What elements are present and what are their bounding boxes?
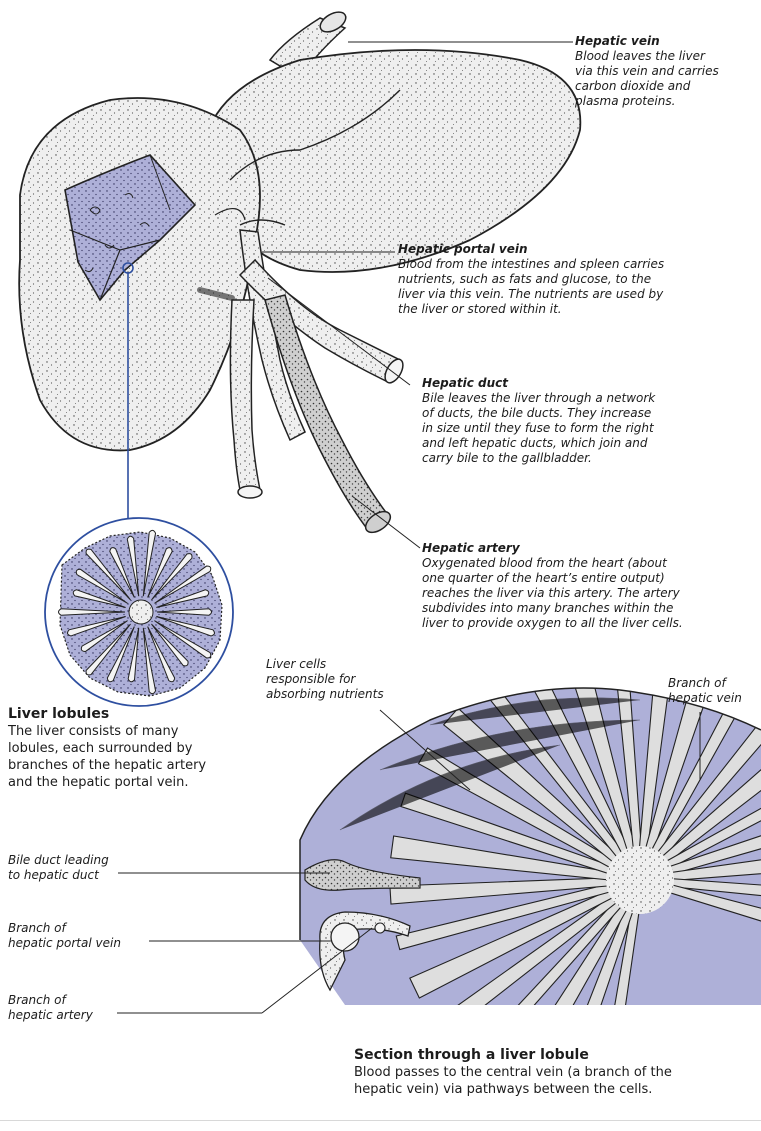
label-line: via this vein and carries — [575, 64, 755, 79]
label-line: and the hepatic portal vein. — [8, 774, 268, 791]
label-line: responsible for — [266, 672, 416, 687]
label-bile-duct-leading: Bile duct leading to hepatic duct — [8, 853, 148, 883]
label-line: liver via this vein. The nutrients are u… — [398, 287, 758, 302]
label-line: the liver or stored within it. — [398, 302, 758, 317]
label-line: plasma proteins. — [575, 94, 755, 109]
label-line: carbon dioxide and — [575, 79, 755, 94]
label-title: Hepatic duct — [422, 376, 757, 391]
label-hepatic-portal-vein: Hepatic portal vein Blood from the intes… — [398, 242, 758, 317]
label-line: hepatic portal vein — [8, 936, 148, 951]
label-line: branches of the hepatic artery — [8, 757, 268, 774]
label-title: Hepatic artery — [422, 541, 757, 556]
label-line: subdivides into many branches within the — [422, 601, 757, 616]
label-line: to hepatic duct — [8, 868, 148, 883]
label-line: Branch of — [8, 993, 148, 1008]
label-line: reaches the liver via this artery. The a… — [422, 586, 757, 601]
label-line: Branch of — [668, 676, 760, 691]
label-line: one quarter of the heart’s entire output… — [422, 571, 757, 586]
label-hepatic-vein: Hepatic vein Blood leaves the liver via … — [575, 34, 755, 109]
label-line: carry bile to the gallbladder. — [422, 451, 757, 466]
label-title: Liver lobules — [8, 705, 268, 723]
label-line: Blood leaves the liver — [575, 49, 755, 64]
label-line: lobules, each surrounded by — [8, 740, 268, 757]
label-liver-cells: Liver cells responsible for absorbing nu… — [266, 657, 416, 702]
label-line: and left hepatic ducts, which join and — [422, 436, 757, 451]
label-line: Branch of — [8, 921, 148, 936]
label-line: hepatic vein) via pathways between the c… — [354, 1081, 754, 1098]
label-line: liver to provide oxygen to all the liver… — [422, 616, 757, 631]
label-line: Bile duct leading — [8, 853, 148, 868]
label-branch-artery: Branch of hepatic artery — [8, 993, 148, 1023]
label-line: Liver cells — [266, 657, 416, 672]
label-line: Blood from the intestines and spleen car… — [398, 257, 758, 272]
label-line: nutrients, such as fats and glucose, to … — [398, 272, 758, 287]
label-title: Hepatic portal vein — [398, 242, 758, 257]
label-title: Hepatic vein — [575, 34, 755, 49]
label-hepatic-artery: Hepatic artery Oxygenated blood from the… — [422, 541, 757, 631]
label-hepatic-duct: Hepatic duct Bile leaves the liver throu… — [422, 376, 757, 466]
label-line: Bile leaves the liver through a network — [422, 391, 757, 406]
label-branch-portal-vein: Branch of hepatic portal vein — [8, 921, 148, 951]
label-line: Oxygenated blood from the heart (about — [422, 556, 757, 571]
label-line: of ducts, the bile ducts. They increase — [422, 406, 757, 421]
label-title: Section through a liver lobule — [354, 1046, 754, 1064]
label-liver-lobules: Liver lobules The liver consists of many… — [8, 705, 268, 791]
label-line: hepatic artery — [8, 1008, 148, 1023]
label-line: absorbing nutrients — [266, 687, 416, 702]
label-line: hepatic vein — [668, 691, 760, 706]
label-line: The liver consists of many — [8, 723, 268, 740]
bottom-divider — [0, 1120, 761, 1121]
label-line: in size until they fuse to form the righ… — [422, 421, 757, 436]
lobule-callout — [45, 518, 233, 706]
label-section: Section through a liver lobule Blood pas… — [354, 1046, 754, 1098]
label-branch-hepatic-vein: Branch of hepatic vein — [668, 676, 760, 706]
label-line: Blood passes to the central vein (a bran… — [354, 1064, 754, 1081]
